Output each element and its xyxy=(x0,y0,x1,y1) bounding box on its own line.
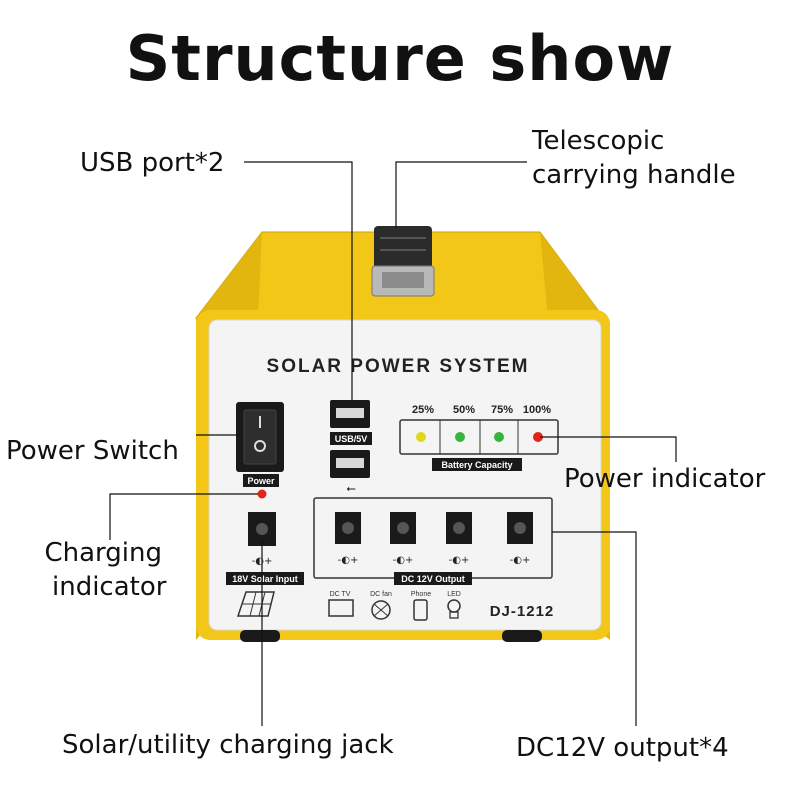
panel-brand: SOLAR POWER SYSTEM xyxy=(267,356,530,377)
callout-power-switch: Power Switch xyxy=(6,436,179,466)
leader-power-indicator xyxy=(540,436,677,462)
handle-clamp-inner xyxy=(382,272,424,288)
power-switch-rocker[interactable] xyxy=(243,409,277,465)
leader-usb xyxy=(244,161,353,402)
leader-dc-output xyxy=(552,531,637,726)
battery-led-75 xyxy=(494,432,504,442)
leader-charging xyxy=(109,493,258,540)
tv-icon xyxy=(328,599,354,617)
level-100: 100% xyxy=(523,404,551,416)
usb-symbol-icon: ⭠ xyxy=(346,481,356,495)
battery-led-100 xyxy=(533,432,543,442)
polarity-icon: -◐+ xyxy=(393,555,414,566)
switch-off-mark xyxy=(254,440,266,452)
device-label-phone: Phone xyxy=(411,591,431,598)
jack-hole xyxy=(342,522,354,534)
foot-left xyxy=(240,630,280,642)
jack-hole xyxy=(397,522,409,534)
jack-hole xyxy=(256,523,268,535)
callout-charging-jack: Solar/utility charging jack xyxy=(62,730,394,760)
fan-icon xyxy=(371,600,391,620)
callout-charging-line2: indicator xyxy=(52,572,167,602)
battery-led-50 xyxy=(455,432,465,442)
dc-output-jacks xyxy=(335,512,533,544)
page-title: Structure show xyxy=(125,22,675,95)
solar-input-label: 18V Solar Input xyxy=(232,574,298,584)
usb-label-box xyxy=(330,432,372,445)
level-50: 50% xyxy=(453,404,475,416)
fan-icon-blade xyxy=(373,603,389,617)
power-label: Power xyxy=(247,476,275,486)
leader-handle xyxy=(395,161,527,228)
charging-indicator-led xyxy=(257,489,267,499)
battery-label-box xyxy=(432,458,522,471)
bulb-icon xyxy=(447,599,461,619)
callout-charging-line1: Charging xyxy=(44,538,162,568)
device-label-fan: DC fan xyxy=(370,591,392,598)
battery-led-25 xyxy=(416,432,426,442)
level-75: 75% xyxy=(491,404,513,416)
dc-output-label: DC 12V Output xyxy=(401,574,465,584)
callout-power-indicator: Power indicator xyxy=(564,464,766,494)
callout-handle-line2: carrying handle xyxy=(532,160,736,190)
usb-port-2-inner xyxy=(336,458,364,468)
front-panel xyxy=(208,319,602,631)
polarity-icon: -◐+ xyxy=(510,555,531,566)
model-number: DJ-1212 xyxy=(490,603,555,620)
leader-lines xyxy=(109,161,677,726)
usb-label: USB/5V xyxy=(335,434,368,444)
level-25: 25% xyxy=(412,404,434,416)
callout-usb-port: USB port*2 xyxy=(80,148,225,178)
callout-dc-output: DC12V output*4 xyxy=(516,733,729,763)
jack-hole xyxy=(514,522,526,534)
jack-hole xyxy=(453,522,465,534)
polarity-icon: -◐+ xyxy=(449,555,470,566)
power-label-box xyxy=(243,474,279,487)
battery-label: Battery Capacity xyxy=(441,460,512,470)
device-label-tv: DC TV xyxy=(330,591,351,598)
callout-handle: Telescopic carrying handle xyxy=(532,124,736,192)
usb-port-1-inner xyxy=(336,408,364,418)
dc-output-label-box xyxy=(394,572,472,585)
polarity-icon: -◐+ xyxy=(338,555,359,566)
callout-charging-indicator: Charging indicator xyxy=(40,536,166,604)
callout-handle-line1: Telescopic xyxy=(532,126,665,156)
phone-icon xyxy=(413,599,428,621)
device-label-led: LED xyxy=(447,591,461,598)
foot-right xyxy=(502,630,542,642)
solar-input-label-box xyxy=(226,572,304,585)
